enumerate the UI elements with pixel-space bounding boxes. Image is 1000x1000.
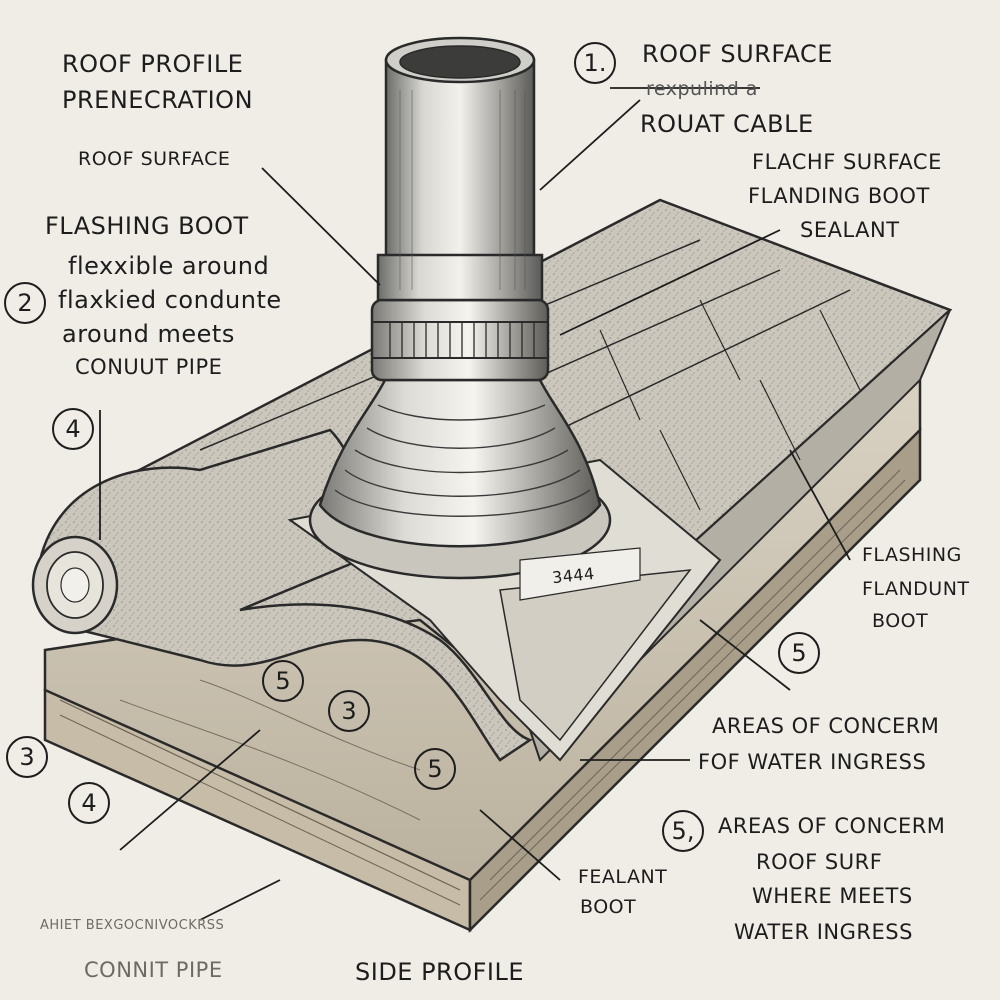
right-flandunt-label: FLANDUNT [862,578,970,600]
left-roof-surface-label: ROOF SURFACE [78,148,231,170]
rolled-membrane [31,428,533,762]
left-flex-line4: CONUUT PIPE [75,355,223,379]
left-bottom-pipe-label: CONNIT PIPE [84,958,223,982]
right-water-ingress-label-1: FOF WATER INGRESS [698,750,927,774]
right-sealant-label: SEALANT [800,218,900,242]
right-flachf-surface-label: FLACHF SURFACE [752,150,942,174]
marker-3-deck: 3 [328,690,370,732]
right-areas-concern-label-1: AREAS OF CONCERM [712,714,940,738]
left-flex-line1: flexxible around [68,252,270,280]
right-flanding-boot-label: FLANDING BOOT [748,184,930,208]
right-boot-label: BOOT [872,610,929,632]
right-flashing-label: FLASHING [862,544,962,566]
marker-1: 1. [574,42,616,84]
right-water-ingress-label-2: WATER INGRESS [734,920,913,944]
side-profile-caption: SIDE PROFILE [355,958,525,986]
right-roof-surface-label: ROOF SURFACE [642,40,833,68]
bottom-fealant-label: FEALANT [578,866,668,888]
right-garbled-label: rexpulind a [646,78,758,100]
left-flex-line3: around meets [62,320,235,348]
marker-5-deck: 5 [262,660,304,702]
marker-3-left: 3 [6,736,48,778]
left-flashing-boot-label: FLASHING BOOT [45,212,249,240]
marker-4-upper: 4 [52,408,94,450]
left-bottom-garbled-label: AHIET BEXGOCNIVOCKRSS [40,918,225,933]
left-flex-line2: flaxkied condunte [58,286,282,314]
marker-5-lower: 5 [414,748,456,790]
marker-5-areas: 5, [662,810,704,852]
right-where-meets-label: WHERE MEETS [752,884,913,908]
board-marking [519,547,641,601]
title-line2: PRENECRATION [62,86,254,114]
right-roof-surf-label: ROOF SURF [756,850,883,874]
flashing-boot [308,298,612,580]
marker-5-right: 5 [778,632,820,674]
conduit-pipe [376,36,544,302]
bottom-boot-label: BOOT [580,896,637,918]
marker-4-lower: 4 [68,782,110,824]
right-areas-concern-label-2: AREAS OF CONCERM [718,814,946,838]
title-line1: ROOF PROFILE [62,50,244,78]
marker-2: 2 [4,282,46,324]
right-cable-label: ROUAT CABLE [640,110,814,138]
leader-lines [99,87,851,921]
